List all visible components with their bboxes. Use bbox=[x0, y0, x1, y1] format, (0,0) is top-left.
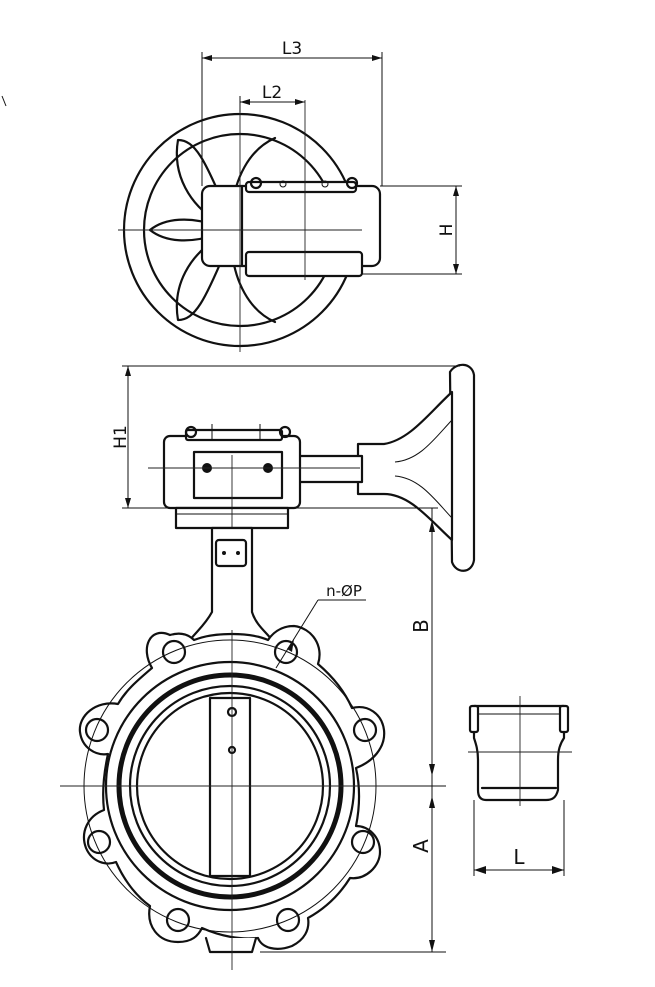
handwheel-spoke-upper-left bbox=[175, 138, 228, 224]
label-l2: L2 bbox=[262, 83, 282, 103]
disc-edge bbox=[208, 696, 252, 878]
bolt-hole bbox=[352, 717, 378, 743]
gearbox-window bbox=[192, 450, 284, 500]
gearbox-boss bbox=[244, 250, 364, 278]
label-a: A bbox=[409, 839, 433, 853]
stem-coupling bbox=[214, 538, 248, 568]
top-view: L3 L2 H bbox=[118, 39, 462, 352]
bolt-hole bbox=[86, 829, 112, 855]
bolt-hole bbox=[161, 639, 187, 665]
bolt-hole bbox=[84, 717, 110, 743]
bolt-hole bbox=[350, 829, 376, 855]
label-l: L bbox=[513, 845, 525, 869]
handwheel-arm bbox=[356, 390, 454, 542]
label-b: B bbox=[409, 619, 433, 633]
handwheel-side-view bbox=[448, 363, 476, 572]
label-h1: H1 bbox=[111, 425, 131, 449]
bolt-head bbox=[249, 176, 263, 190]
side-view: L bbox=[468, 696, 572, 876]
bolt-hole bbox=[275, 907, 301, 933]
front-view-body: n-ØP B A bbox=[60, 508, 446, 970]
input-shaft bbox=[294, 454, 364, 484]
bolt-hole bbox=[165, 907, 191, 933]
gearbox-cover bbox=[244, 180, 358, 194]
bolt-head bbox=[345, 176, 359, 190]
label-n-ph: n-ØP bbox=[326, 582, 362, 600]
handwheel-spoke-lower-left bbox=[175, 236, 228, 322]
valve-side-body bbox=[472, 704, 566, 802]
front-view-actuator: H1 bbox=[111, 363, 476, 580]
label-l3: L3 bbox=[282, 39, 302, 59]
leader-line-np bbox=[275, 599, 319, 669]
label-h: H bbox=[437, 224, 457, 237]
bottom-boss bbox=[204, 936, 258, 954]
bolt-hole bbox=[273, 639, 299, 665]
